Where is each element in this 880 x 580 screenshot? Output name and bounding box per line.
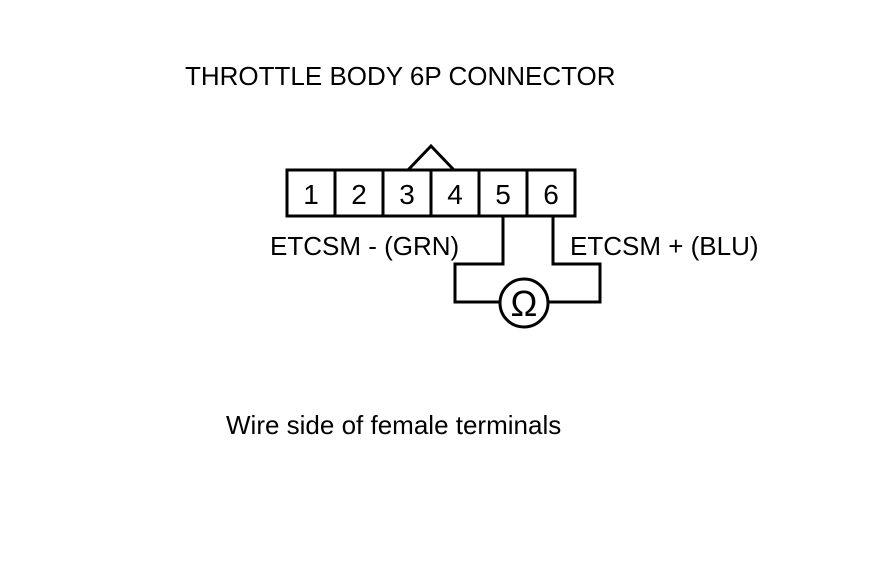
pin-6-label: 6 [543, 179, 559, 210]
connector-pins: 1 2 3 4 5 6 [303, 170, 559, 216]
pin-2-label: 2 [351, 179, 367, 210]
ohmmeter-circle [498, 277, 550, 329]
ohmmeter-icon: Ω [498, 277, 550, 329]
pin-1-label: 1 [303, 179, 319, 210]
diagram-title: THROTTLE BODY 6P CONNECTOR [185, 61, 616, 91]
probe-lead-negative [453, 216, 505, 304]
ohm-symbol: Ω [511, 283, 538, 324]
pin-3-label: 3 [399, 179, 415, 210]
etcsm-positive-label: ETCSM + (BLU) [570, 231, 759, 261]
pin-4-label: 4 [447, 179, 463, 210]
pin-5-label: 5 [495, 179, 511, 210]
locking-tab [406, 143, 456, 172]
diagram-caption: Wire side of female terminals [226, 410, 562, 440]
etcsm-negative-label: ETCSM - (GRN) [270, 231, 460, 261]
probe-lead-positive [548, 216, 602, 304]
